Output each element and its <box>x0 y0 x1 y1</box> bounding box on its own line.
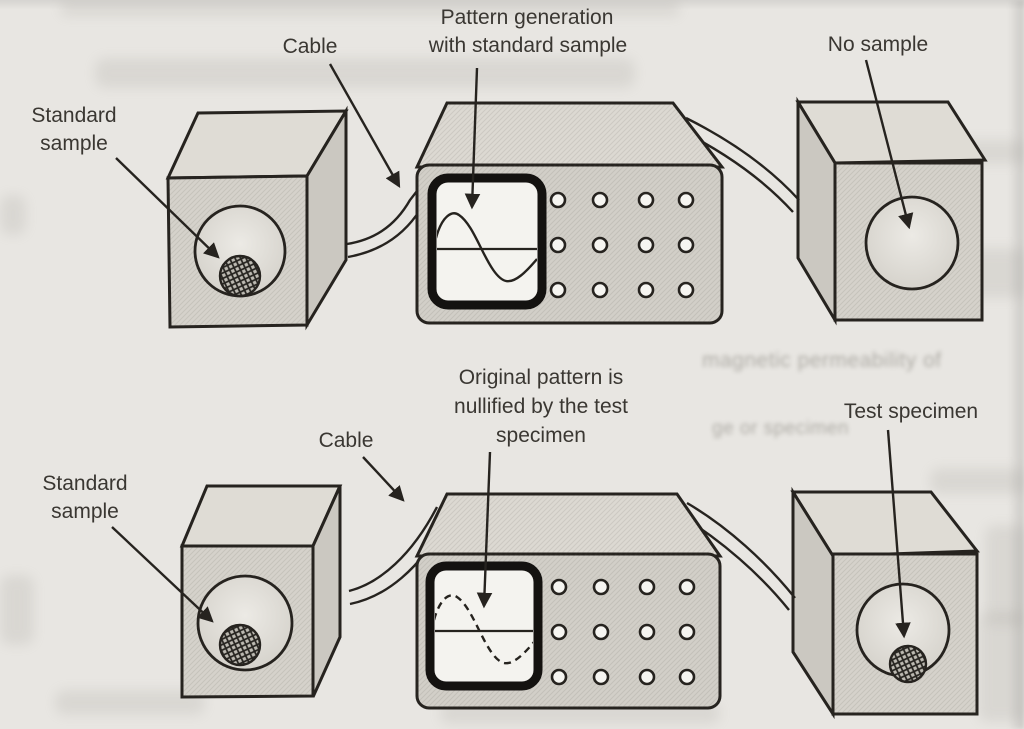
standard-sample-box-top <box>165 105 349 331</box>
test-specimen-plug <box>888 644 928 684</box>
knob <box>677 281 695 299</box>
knob <box>591 236 609 254</box>
knob <box>549 281 567 299</box>
no-sample-label: No sample <box>828 33 928 56</box>
knob <box>637 281 655 299</box>
arrow-test-specimen <box>886 429 911 639</box>
knob <box>677 236 695 254</box>
knob <box>550 578 568 596</box>
knob <box>549 236 567 254</box>
arrow-nullified-pattern <box>476 451 493 609</box>
knob <box>678 623 696 641</box>
sine-wave-dashed <box>435 594 533 665</box>
pattern-generation-label: with standard sample <box>428 34 627 57</box>
oscilloscope-bottom <box>414 492 723 710</box>
bleedthrough-smudge <box>0 575 34 645</box>
arrow-cable-bottom <box>362 456 405 502</box>
test-specimen-box <box>790 486 980 720</box>
arrow-standard-sample-top <box>115 157 220 259</box>
knob <box>638 578 656 596</box>
knob <box>550 668 568 686</box>
labels-top: Standard sample Cable Pattern generation… <box>31 6 928 155</box>
knob <box>638 623 656 641</box>
standard-sample-label-bottom: Standard <box>42 472 127 495</box>
cable-label-top: Cable <box>283 35 338 58</box>
standard-sample-plug <box>218 254 262 298</box>
standard-sample-label-top: sample <box>40 132 108 155</box>
knob <box>637 191 655 209</box>
knob <box>591 281 609 299</box>
nullified-pattern-label: Original pattern is <box>459 366 624 389</box>
scope-screen-top <box>427 173 547 310</box>
knob <box>550 623 568 641</box>
knob-grid-top <box>549 191 695 299</box>
standard-sample-box-bottom <box>179 484 343 699</box>
labels-bottom: Standard sample Cable Original pattern i… <box>42 366 978 523</box>
knob <box>678 668 696 686</box>
knob <box>637 236 655 254</box>
standard-sample-label-bottom: sample <box>51 500 119 523</box>
bleedthrough-smudge <box>95 58 635 88</box>
nullified-pattern-label: nullified by the test <box>454 395 628 418</box>
bleedthrough-smudge <box>985 525 1024 625</box>
nullified-pattern-label: specimen <box>496 424 586 447</box>
knob <box>592 623 610 641</box>
knob <box>677 191 695 209</box>
knob <box>678 578 696 596</box>
arrow-pattern-generation <box>464 67 481 210</box>
knob-grid-bottom <box>550 578 696 686</box>
pattern-generation-label: Pattern generation <box>441 6 614 29</box>
no-sample-box <box>795 96 988 326</box>
oscilloscope-top <box>414 101 726 325</box>
knob <box>591 191 609 209</box>
knob <box>638 668 656 686</box>
knob <box>592 578 610 596</box>
bleedthrough-smudge <box>60 2 680 16</box>
bleedthrough-smudge <box>0 195 26 235</box>
bleedthrough-smudge <box>978 612 1024 722</box>
arrow-no-sample <box>864 59 914 230</box>
knob <box>549 191 567 209</box>
test-specimen-label: Test specimen <box>844 400 978 423</box>
knob <box>592 668 610 686</box>
standard-sample-label-top: Standard <box>31 104 116 127</box>
bleedthrough-text: magnetic permeability of <box>702 349 942 372</box>
empty-coil-opening <box>864 195 960 291</box>
bleedthrough-smudge <box>55 690 205 715</box>
bleedthrough-text: ge or specimen <box>712 418 849 439</box>
page-edge-shadow <box>1008 0 1024 729</box>
bleedthrough-smudge <box>930 468 1024 494</box>
page-top-shadow <box>0 0 1024 10</box>
arrow-standard-sample-bottom <box>111 526 214 623</box>
standard-sample-plug <box>218 623 262 667</box>
sine-wave-solid <box>437 212 537 283</box>
cable-label-bottom: Cable <box>319 429 374 452</box>
arrow-cable-top <box>328 63 401 189</box>
